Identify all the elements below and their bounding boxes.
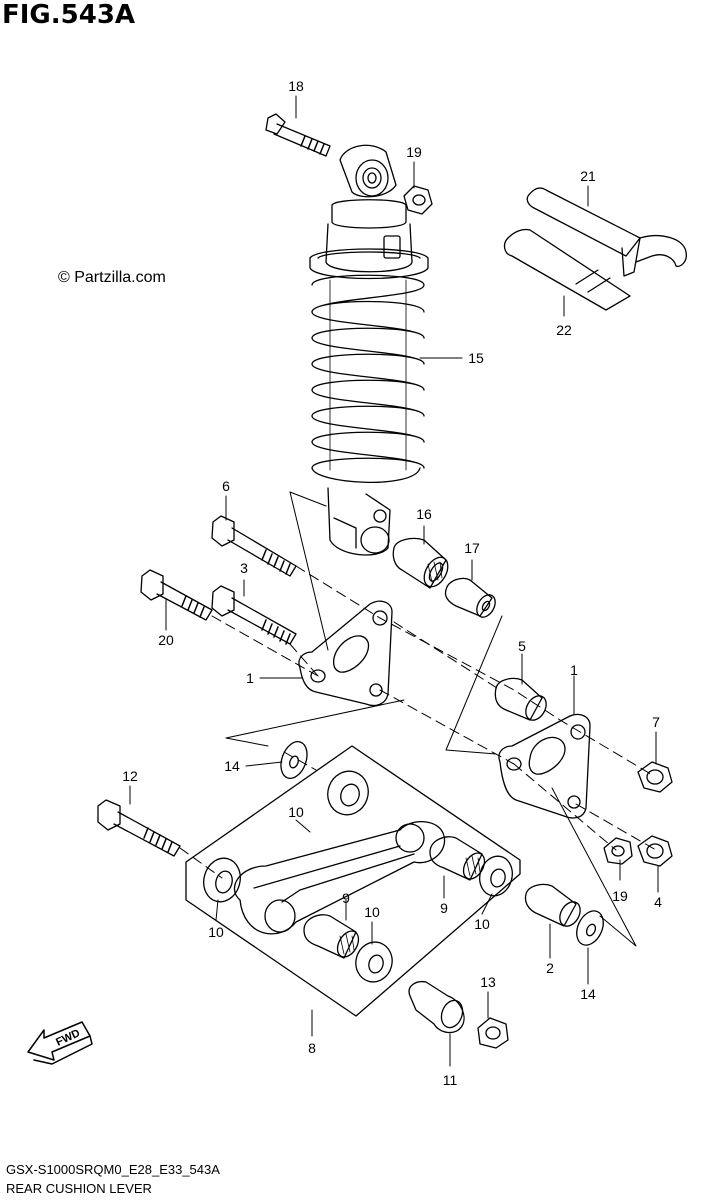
callout-1-right: 1 xyxy=(570,662,578,678)
callout-7: 7 xyxy=(652,714,660,730)
callout-14-lower: 14 xyxy=(580,986,596,1002)
diagram-code: GSX-S1000SRQM0_E28_E33_543A xyxy=(6,1162,220,1177)
callout-1-left: 1 xyxy=(246,670,254,686)
bolt-20[interactable] xyxy=(141,570,212,620)
copyright-notice: © Partzilla.com xyxy=(58,269,166,286)
group-brackets xyxy=(226,492,636,946)
callout-18: 18 xyxy=(288,78,304,94)
handle-22[interactable] xyxy=(505,229,630,310)
callout-16: 16 xyxy=(416,506,432,522)
callout-4: 4 xyxy=(654,894,662,910)
bolt-6[interactable] xyxy=(212,516,296,576)
callout-5: 5 xyxy=(518,638,526,654)
collar-5[interactable] xyxy=(495,678,550,723)
callout-14-upper: 14 xyxy=(224,758,240,774)
nut-13[interactable] xyxy=(478,1018,508,1048)
callout-15: 15 xyxy=(468,350,484,366)
washer-14-upper[interactable] xyxy=(276,738,312,782)
callout-13: 13 xyxy=(480,974,496,990)
callout-21: 21 xyxy=(580,168,596,184)
callout-17: 17 xyxy=(464,540,480,556)
callout-3: 3 xyxy=(240,560,248,576)
nut-4[interactable] xyxy=(638,836,672,866)
callout-20: 20 xyxy=(158,632,174,648)
spanner-21[interactable] xyxy=(527,188,686,276)
callout-10-top: 10 xyxy=(288,804,304,820)
callout-10-lower: 10 xyxy=(364,904,380,920)
callout-19-lower: 19 xyxy=(612,888,628,904)
collar-11[interactable] xyxy=(409,982,466,1033)
collar-2[interactable] xyxy=(526,884,585,929)
fwd-arrow-icon: FWD xyxy=(28,1022,92,1064)
callout-10-left: 10 xyxy=(208,924,224,940)
link-plate-1-left[interactable] xyxy=(299,601,392,705)
leader-lines xyxy=(130,96,658,1066)
cushion-lever-8[interactable] xyxy=(186,746,520,1016)
collar-17[interactable] xyxy=(445,578,498,620)
centre-lines xyxy=(180,566,656,878)
callout-19-top: 19 xyxy=(406,144,422,160)
callout-11: 11 xyxy=(442,1072,458,1088)
callout-2: 2 xyxy=(546,960,554,976)
nut-19-lower[interactable] xyxy=(604,838,632,864)
bolt-3[interactable] xyxy=(212,586,296,644)
callout-8: 8 xyxy=(308,1040,316,1056)
callout-6: 6 xyxy=(222,478,230,494)
nut-7[interactable] xyxy=(638,762,672,792)
callout-9-upper: 9 xyxy=(440,900,448,916)
link-plate-1-right[interactable] xyxy=(499,714,590,817)
shock-absorber-15[interactable] xyxy=(310,145,428,555)
diagram-name: REAR CUSHION LEVER xyxy=(6,1181,152,1196)
callout-22: 22 xyxy=(556,322,572,338)
bolt-18[interactable] xyxy=(266,114,330,156)
figure-title: FIG.543A xyxy=(2,0,136,30)
bushing-16[interactable] xyxy=(393,538,452,590)
callout-12: 12 xyxy=(122,768,138,784)
callout-10-right: 10 xyxy=(474,916,490,932)
callout-9-lower: 9 xyxy=(342,890,350,906)
bolt-12[interactable] xyxy=(98,800,180,856)
washer-14-lower[interactable] xyxy=(572,907,609,950)
nut-19-top[interactable] xyxy=(404,186,432,214)
